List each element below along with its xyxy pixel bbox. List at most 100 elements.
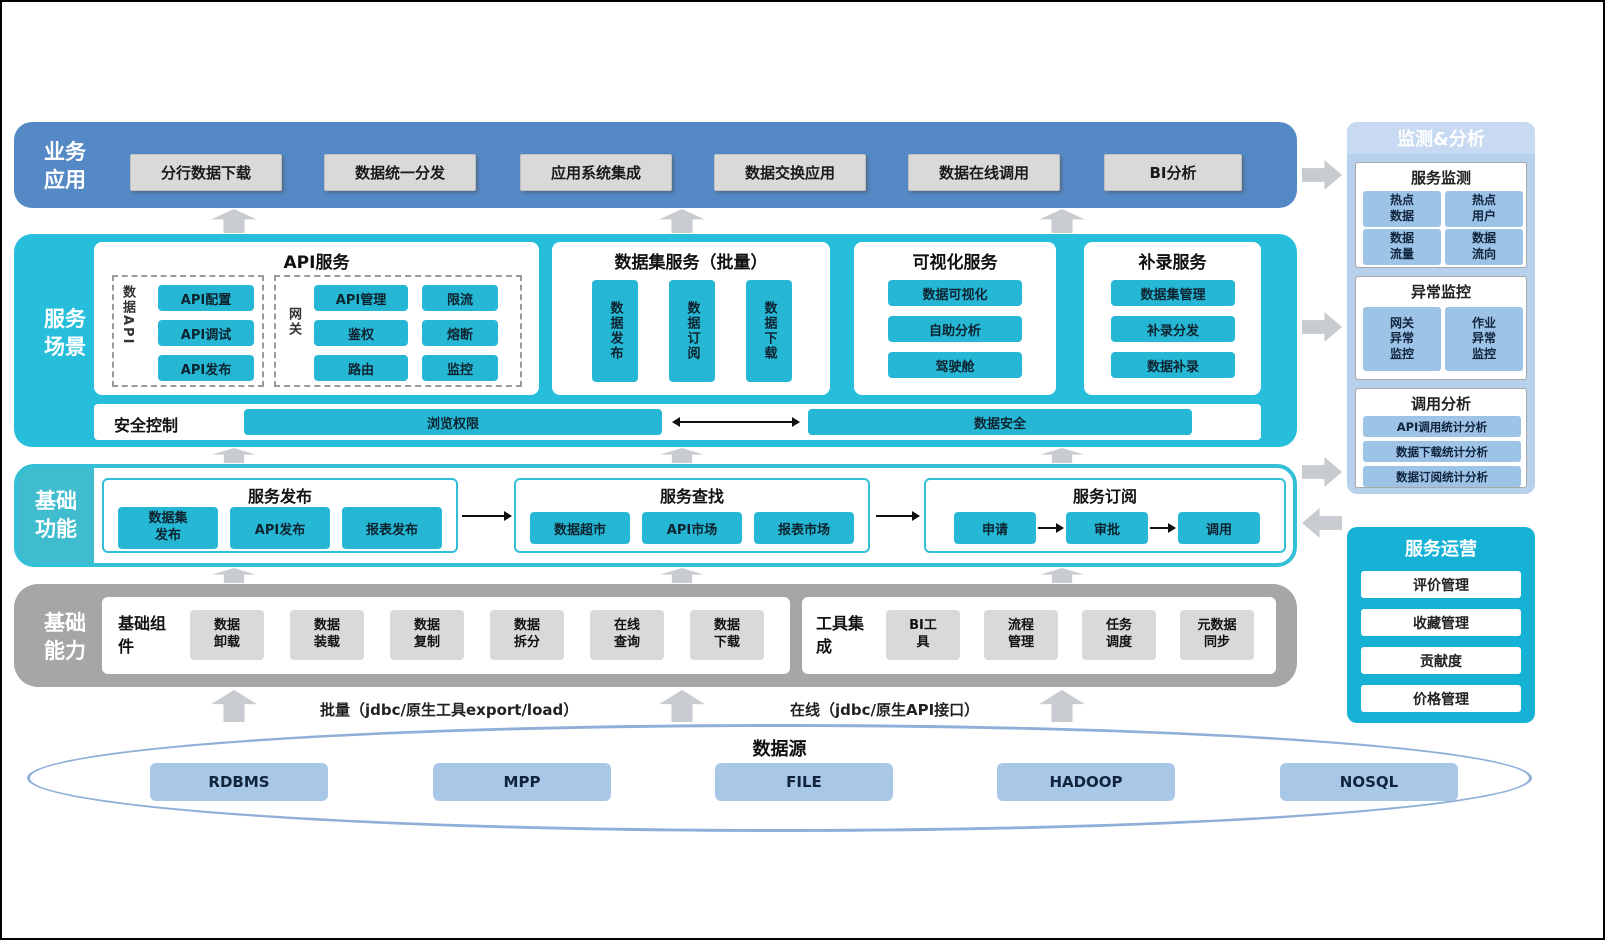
arrow-right-line-icon: [462, 511, 512, 521]
flow-label-batch: 批量（jdbc/原生工具export/load）: [320, 701, 579, 719]
node-gateway-exception: 网关异常监控: [1363, 307, 1441, 371]
node-nosql: NOSQL: [1280, 763, 1458, 801]
band-scenario-label: 服务场景: [44, 307, 86, 359]
arrow-right-line-icon: [1038, 523, 1064, 533]
node-data-split: 数据拆分: [490, 610, 564, 660]
monitoring-panel-title: 监测&分析: [1347, 122, 1535, 154]
node-app-system-integration: 应用系统集成: [520, 154, 672, 191]
service-publish-title: 服务发布: [247, 487, 312, 506]
service-monitor-title: 服务监测: [1410, 169, 1471, 187]
node-data-publish-vertical: 数据发布: [592, 280, 638, 382]
box-dataset-service: 数据集服务（批量） 数据发布 数据订阅 数据下载: [552, 242, 830, 395]
node-supplement-distribute: 补录分发: [1111, 316, 1235, 342]
node-label: 网关异常监控: [1389, 315, 1414, 361]
node-favorite-manage: 收藏管理: [1361, 609, 1521, 636]
node-api-manage: API管理: [314, 285, 408, 311]
service-search-title: 服务查找: [659, 487, 724, 506]
call-analysis-title: 调用分析: [1410, 395, 1471, 413]
sec-exception-monitor: 异常监控 网关异常监控 作业异常监控: [1355, 276, 1527, 380]
band-business-apps: 业务应用 分行数据下载 数据统一分发 应用系统集成 数据交换应用 数据在线调用 …: [14, 122, 1297, 208]
node-browse-permission: 浏览权限: [244, 409, 662, 435]
node-api-publish-2: API发布: [230, 507, 330, 549]
node-self-service-analysis: 自助分析: [888, 316, 1022, 342]
node-data-supplement: 数据补录: [1111, 352, 1235, 378]
arrow-left-icon: [1302, 508, 1342, 538]
node-price-manage: 价格管理: [1361, 685, 1521, 712]
node-label: 元数据同步: [1197, 618, 1237, 650]
node-rate-limit: 限流: [422, 285, 498, 311]
arrow-up-icon: [659, 690, 705, 722]
band-capability-label: 基础能力: [44, 611, 86, 663]
node-data-traffic: 数据流量: [1363, 229, 1441, 265]
arrow-right-icon: [1302, 457, 1342, 487]
node-routing: 路由: [314, 355, 408, 381]
box-tool-integration: 工具集成 BI工具 流程管理 任务调度 元数据同步: [802, 597, 1276, 674]
exception-monitor-title: 异常监控: [1410, 283, 1471, 301]
node-data-unload: 数据卸载: [190, 610, 264, 660]
arrow-up-icon: [1040, 568, 1084, 583]
node-contribution: 贡献度: [1361, 647, 1521, 674]
box-service-subscribe: 服务订阅 申请 审批 调用: [924, 478, 1286, 553]
node-branch-data-download: 分行数据下载: [130, 154, 282, 191]
node-hot-users: 热点用户: [1445, 191, 1523, 227]
sec-service-monitor: 服务监测 热点数据 热点用户 数据流量 数据流向: [1355, 162, 1527, 268]
node-api-market: API市场: [642, 512, 742, 544]
node-data-download-vertical: 数据下载: [746, 280, 792, 382]
datasource-container: 数据源 RDBMS MPP FILE HADOOP NOSQL: [27, 724, 1532, 832]
node-approve: 审批: [1066, 512, 1148, 544]
arrow-up-icon: [1039, 690, 1085, 722]
node-cockpit: 驾驶舱: [888, 352, 1022, 378]
arrow-up-icon: [660, 448, 704, 463]
flow-label-online: 在线（jdbc/原生API接口）: [790, 701, 980, 719]
group-data-api: 数据API API配置 API调试 API发布: [112, 275, 264, 387]
arrow-up-icon: [1040, 448, 1084, 463]
supplement-service-title: 补录服务: [1138, 253, 1207, 273]
band-foundation-label: 基础功能: [35, 488, 77, 541]
node-apply: 申请: [954, 512, 1036, 544]
node-data-online-call: 数据在线调用: [908, 154, 1060, 191]
band-foundation-label-block: 基础功能: [18, 468, 94, 563]
node-hadoop: HADOOP: [997, 763, 1175, 801]
double-arrow-icon: [672, 417, 800, 427]
box-basic-components: 基础组件 数据卸载 数据装载 数据复制 数据拆分 在线查询 数据下载: [102, 597, 790, 674]
service-subscribe-title: 服务订阅: [1072, 487, 1137, 506]
node-label: 数据拆分: [513, 618, 540, 650]
band-service-scenario: 服务场景 API服务 数据API API配置 API调试 API发布 网关 AP…: [14, 234, 1297, 447]
node-dataset-manage: 数据集管理: [1111, 280, 1235, 306]
visualization-service-title: 可视化服务: [912, 253, 998, 273]
box-visualization-service: 可视化服务 数据可视化 自助分析 驾驶舱: [854, 242, 1056, 395]
node-label: 任务调度: [1105, 618, 1132, 650]
node-circuit-breaker: 熔断: [422, 320, 498, 346]
node-data-unified-distribution: 数据统一分发: [324, 154, 476, 191]
node-label: BI工具: [909, 618, 937, 650]
box-service-search: 服务查找 数据超市 API市场 报表市场: [514, 478, 870, 553]
tool-integration-title: 工具集成: [816, 614, 865, 657]
node-data-flow-direction: 数据流向: [1445, 229, 1523, 265]
node-monitoring: 监控: [422, 355, 498, 381]
node-api-call-stats: API调用统计分析: [1363, 416, 1521, 437]
node-label: 作业异常监控: [1471, 315, 1496, 361]
band-foundation-functions: 基础功能 服务发布 数据集发布 API发布 报表发布 服务查找 数据超市 API…: [14, 464, 1297, 567]
node-report-publish: 报表发布: [342, 507, 442, 549]
arrow-up-icon: [211, 209, 257, 233]
node-invoke: 调用: [1178, 512, 1260, 544]
node-authentication: 鉴权: [314, 320, 408, 346]
box-api-service: API服务 数据API API配置 API调试 API发布 网关 API管理 限…: [94, 242, 539, 395]
node-data-mart: 数据超市: [530, 512, 630, 544]
arrow-up-icon: [660, 568, 704, 583]
arrow-right-line-icon: [1150, 523, 1176, 533]
node-hot-data: 热点数据: [1363, 191, 1441, 227]
dataset-service-title: 数据集服务（批量）: [614, 253, 768, 273]
panel-monitoring-analysis: 监测&分析 服务监测 热点数据 热点用户 数据流量 数据流向 异常监控 网关异常…: [1347, 122, 1535, 494]
arrow-up-icon: [212, 568, 256, 583]
node-data-download: 数据下载: [690, 610, 764, 660]
arrow-right-icon: [1302, 160, 1342, 190]
node-rdbms: RDBMS: [150, 763, 328, 801]
arrow-right-icon: [1302, 312, 1342, 342]
band-basic-capability: 基础能力 基础组件 数据卸载 数据装载 数据复制 数据拆分 在线查询 数据下载: [14, 584, 1297, 687]
group-gateway: 网关 API管理 限流 鉴权 熔断 路由 监控: [274, 275, 522, 387]
data-api-label: 数据API: [120, 285, 135, 346]
api-service-title: API服务: [283, 253, 350, 273]
node-data-exchange-app: 数据交换应用: [714, 154, 866, 191]
